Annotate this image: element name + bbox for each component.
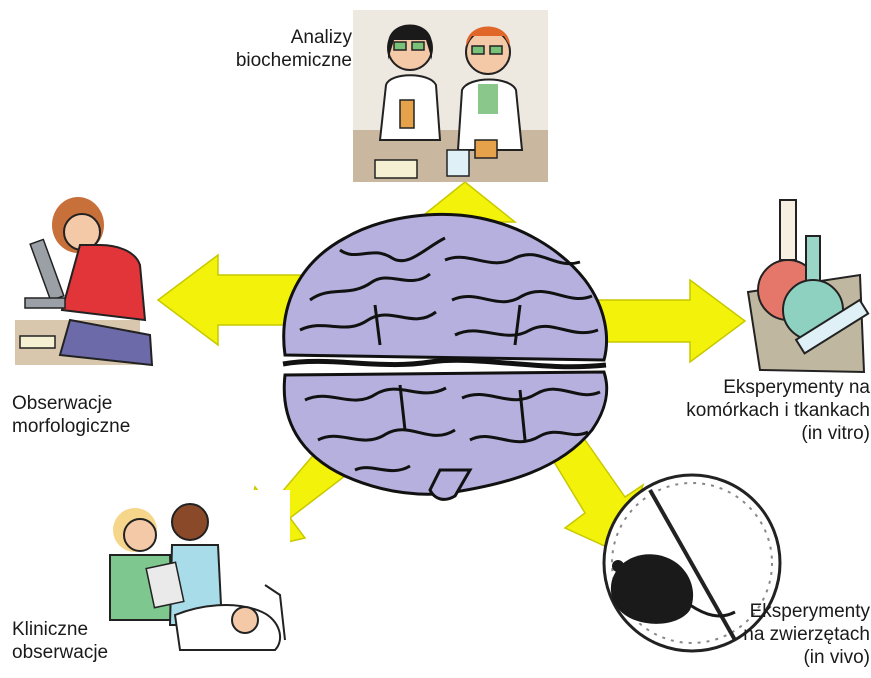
brain-upper-lobe	[284, 214, 607, 360]
label-in-vitro: Eksperymenty na komórkach i tkankach (in…	[640, 376, 870, 445]
brain-icon	[283, 214, 607, 499]
lab-flasks-icon	[748, 200, 868, 372]
label-line: obserwacje	[12, 641, 152, 664]
label-biochemical: Analizy biochemiczne	[230, 26, 352, 72]
label-line: Obserwacje	[12, 392, 172, 415]
label-line: Eksperymenty	[700, 600, 870, 623]
label-line: morfologiczne	[12, 415, 172, 438]
microscope-researcher-icon	[15, 197, 155, 365]
brain-fissure	[283, 360, 606, 366]
label-line: komórkach i tkankach	[640, 399, 870, 422]
label-line: Eksperymenty na	[640, 376, 870, 399]
label-line: Kliniczne	[12, 618, 152, 641]
label-line: na zwierzętach	[700, 623, 870, 646]
lab-scientists-icon	[353, 10, 548, 182]
label-in-vivo: Eksperymenty na zwierzętach (in vivo)	[700, 600, 870, 669]
label-line: biochemiczne	[230, 49, 352, 72]
label-line: (in vivo)	[700, 646, 870, 669]
label-line: (in vitro)	[640, 422, 870, 445]
label-morphological: Obserwacje morfologiczne	[12, 392, 172, 438]
label-line: Analizy	[230, 26, 352, 49]
label-clinical: Kliniczne obserwacje	[12, 618, 152, 664]
